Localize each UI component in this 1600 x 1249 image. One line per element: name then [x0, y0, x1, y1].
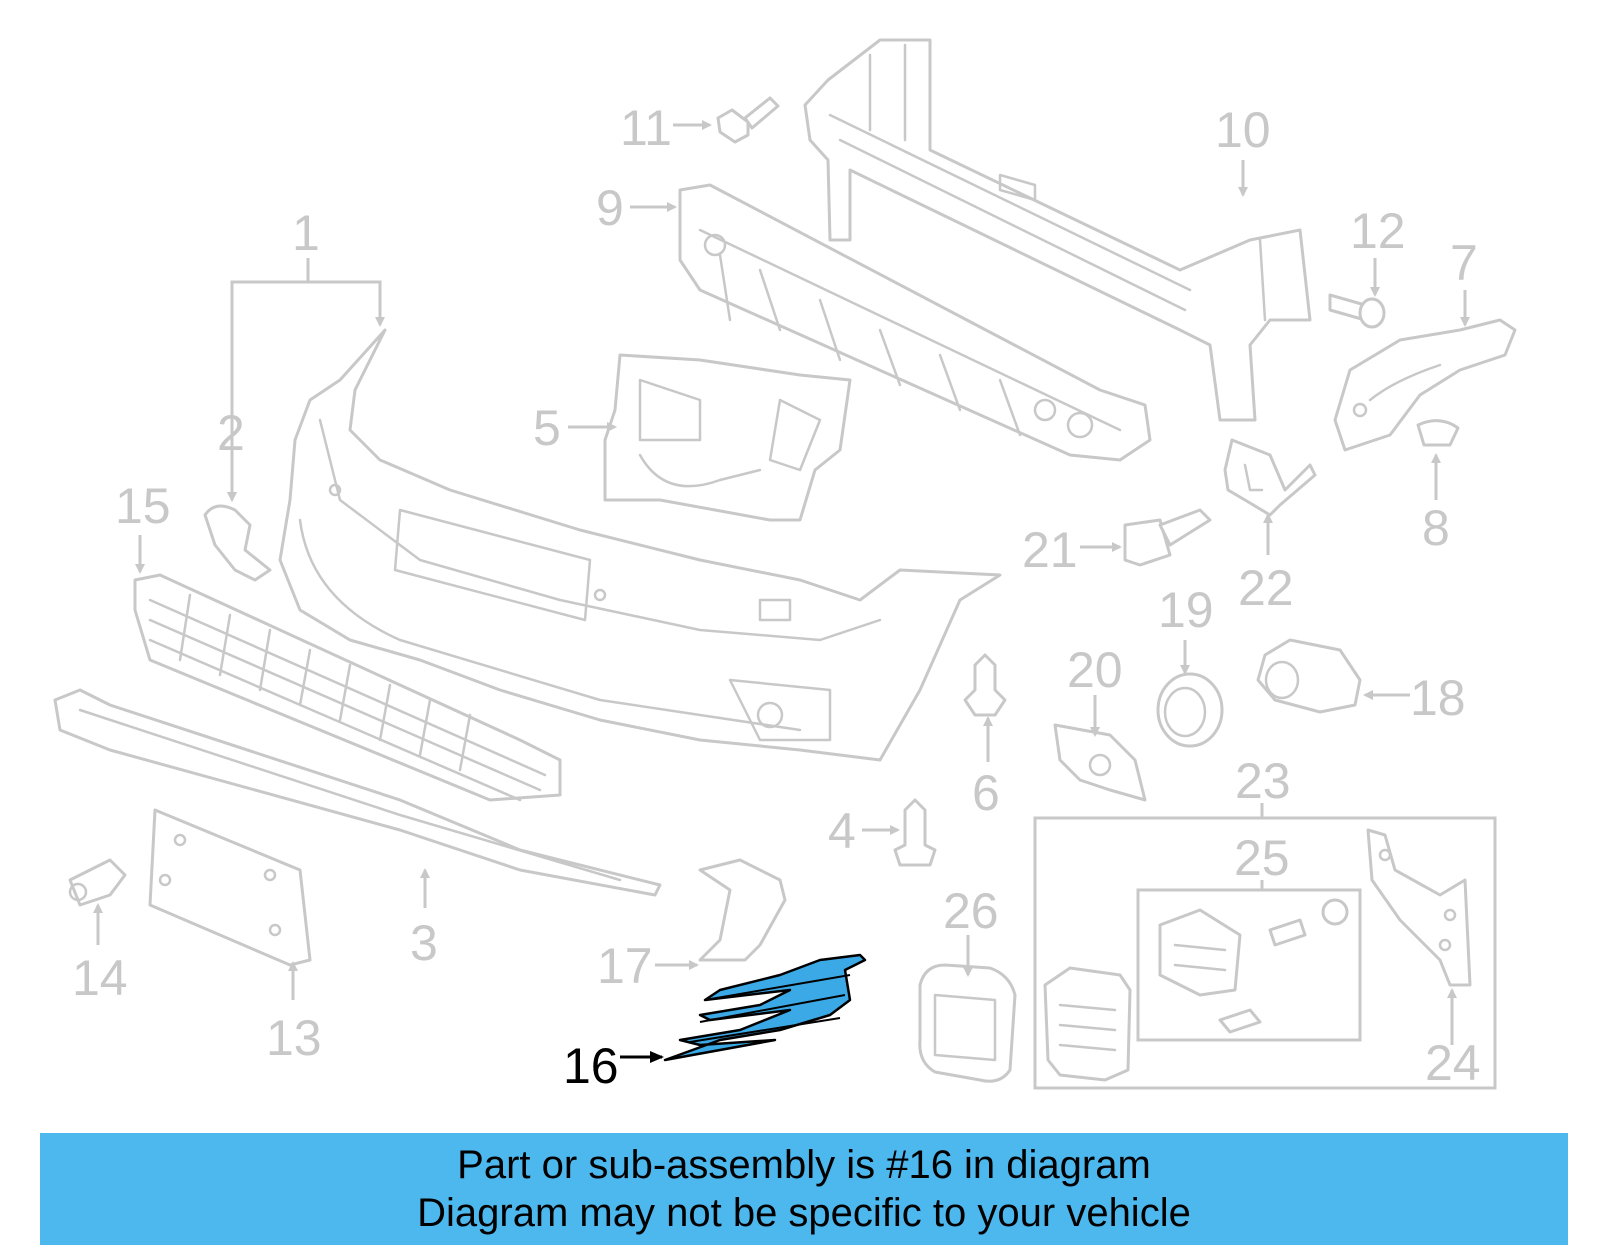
part-3-lower-spoiler	[53, 688, 662, 897]
part-17-bracket	[698, 858, 787, 962]
part-6-rivet	[963, 653, 1007, 717]
part-20-bracket	[1053, 723, 1147, 802]
callout-12: 12	[1350, 203, 1406, 259]
part-2-tow-cover	[203, 504, 272, 582]
part-1-bumper-cover	[278, 328, 1002, 762]
part-15-lower-grille	[133, 573, 562, 802]
callout-16-highlighted: 16	[563, 1038, 619, 1094]
part-18-sensor	[1256, 638, 1362, 714]
callout-24: 24	[1425, 1035, 1481, 1091]
callout-1: 1	[292, 205, 320, 261]
part-11-bolt	[716, 96, 780, 144]
callout-11: 11	[620, 100, 672, 156]
callout-25: 25	[1234, 830, 1290, 886]
callout-4: 4	[828, 803, 856, 859]
leader-lines	[93, 120, 1470, 1063]
part-13-plate-bracket	[148, 808, 312, 967]
callout-20: 20	[1067, 642, 1123, 698]
callout-18: 18	[1410, 670, 1466, 726]
callout-labels: 1 2 3 4 5 6 7 8 9 10 11 12 13 14 15 16 1…	[72, 100, 1481, 1094]
callout-13: 13	[266, 1010, 322, 1066]
banner-part-note: Part or sub-assembly is #16 in diagram	[457, 1143, 1151, 1187]
part-21-sensor	[1123, 508, 1212, 567]
part-5-bracket	[603, 353, 852, 522]
callout-6: 6	[972, 765, 1000, 821]
part-19-ring	[1156, 672, 1224, 748]
callout-8: 8	[1422, 500, 1450, 556]
part-22-bracket	[1223, 438, 1317, 517]
callout-7: 7	[1450, 235, 1478, 291]
part-7-bracket	[1333, 318, 1517, 452]
callout-5: 5	[533, 400, 561, 456]
callout-3: 3	[410, 915, 438, 971]
callout-17: 17	[597, 938, 653, 994]
callout-19: 19	[1158, 582, 1214, 638]
part-12-bolt	[1328, 293, 1386, 329]
callout-15: 15	[115, 478, 171, 534]
callout-14: 14	[72, 950, 128, 1006]
banner-disclaimer: Diagram may not be specific to your vehi…	[417, 1191, 1191, 1235]
info-banner: Part or sub-assembly is #16 in diagram D…	[40, 1133, 1568, 1245]
part-16-grille-insert	[663, 953, 867, 1062]
part-8-clip	[1416, 419, 1460, 447]
callout-23: 23	[1235, 753, 1291, 809]
callout-22: 22	[1238, 560, 1294, 616]
part-10-reinforcement-beam	[803, 38, 1312, 422]
callout-26: 26	[943, 883, 999, 939]
part-14-clip	[68, 858, 127, 907]
part-4-rivet	[893, 798, 937, 867]
callout-2: 2	[217, 405, 245, 461]
part-9-energy-absorber	[678, 183, 1152, 462]
part-26-sensor-frame	[918, 963, 1017, 1083]
callout-10: 10	[1215, 102, 1271, 158]
callout-9: 9	[596, 180, 624, 236]
callout-21: 21	[1022, 522, 1078, 578]
part-23-group-box	[1033, 816, 1497, 1090]
